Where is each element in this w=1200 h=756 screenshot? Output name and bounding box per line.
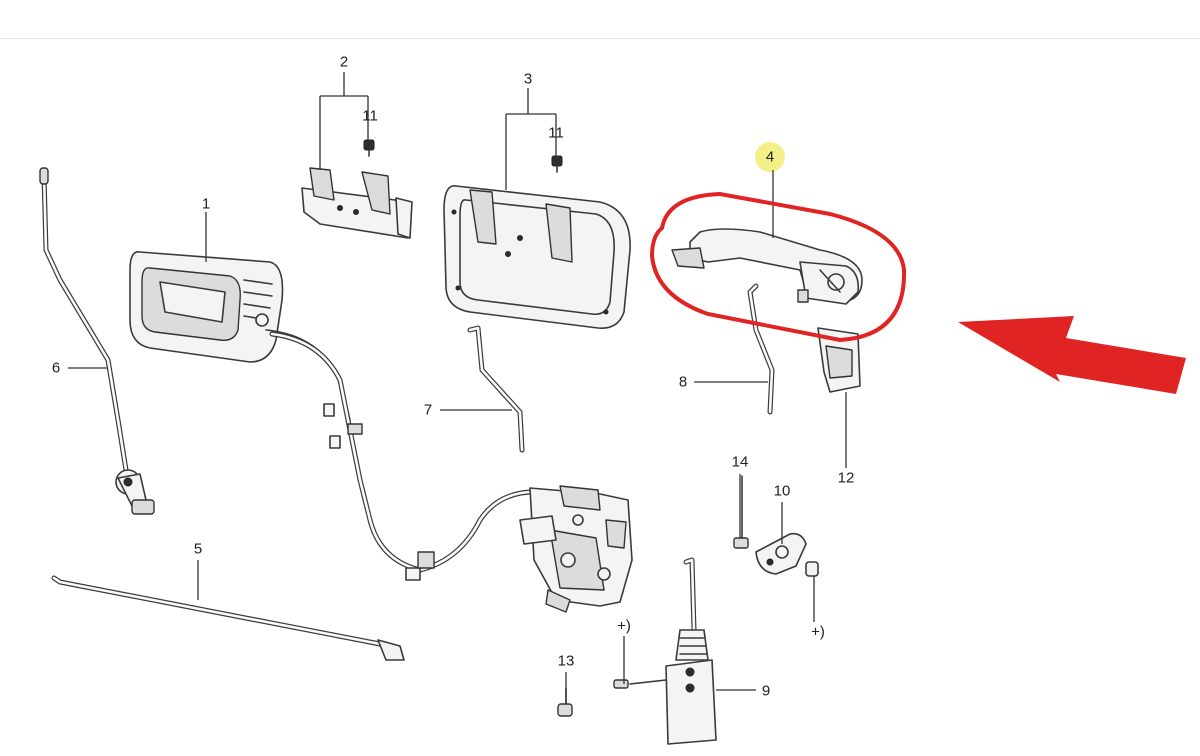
screw-11-lower: [551, 155, 563, 173]
callout-4-highlight-marker: [755, 142, 785, 172]
callout-7: 7: [423, 401, 433, 419]
part-2-latch-bracket: [301, 167, 413, 239]
screw-14: [733, 475, 749, 549]
cable-connector: [417, 551, 435, 569]
part-10-bellcrank: [755, 532, 819, 577]
leader-lines: [68, 72, 847, 704]
part-3-handle-housing: [443, 185, 631, 329]
top-divider: [0, 38, 1200, 39]
callout-13: 13: [557, 652, 575, 670]
part-6-lock-rod: [39, 167, 155, 515]
part-4-outside-handle: [671, 228, 863, 305]
screw-11-upper: [363, 139, 375, 157]
callout-footnote-right: +): [811, 623, 825, 641]
part-8-rod: [747, 283, 775, 415]
part-1-inside-handle: [129, 251, 351, 421]
cable-clip-lower: [405, 567, 421, 581]
callout-3: 3: [523, 70, 533, 88]
highlight-ellipse: [649, 191, 907, 343]
cable-clip-middle: [329, 435, 341, 449]
callout-4: 4: [765, 148, 775, 166]
callout-10: 10: [773, 482, 791, 500]
part-5-link-rod: [51, 575, 405, 661]
callout-9: 9: [761, 682, 771, 700]
door-latch-assembly: [519, 485, 633, 613]
handle-cable-core: [270, 332, 542, 572]
callout-2: 2: [339, 53, 349, 71]
callout-footnote-left: +): [617, 617, 631, 635]
callout-5: 5: [193, 540, 203, 558]
handle-cable: [269, 331, 543, 573]
highlight-arrow: [958, 316, 1186, 394]
callout-14: 14: [731, 453, 749, 471]
part-9-lock-actuator: [613, 557, 717, 745]
callout-11-upper: 11: [362, 107, 378, 125]
cable-clip-side: [347, 423, 363, 435]
callout-6: 6: [51, 359, 61, 377]
callout-11-lower: 11: [548, 124, 564, 142]
screw-13: [557, 687, 573, 717]
part-7-rod: [467, 325, 525, 453]
callout-8: 8: [678, 373, 688, 391]
part-12-bracket: [817, 327, 861, 393]
cable-clip-upper: [323, 403, 335, 417]
callout-12: 12: [837, 469, 855, 487]
callout-1: 1: [201, 195, 211, 213]
